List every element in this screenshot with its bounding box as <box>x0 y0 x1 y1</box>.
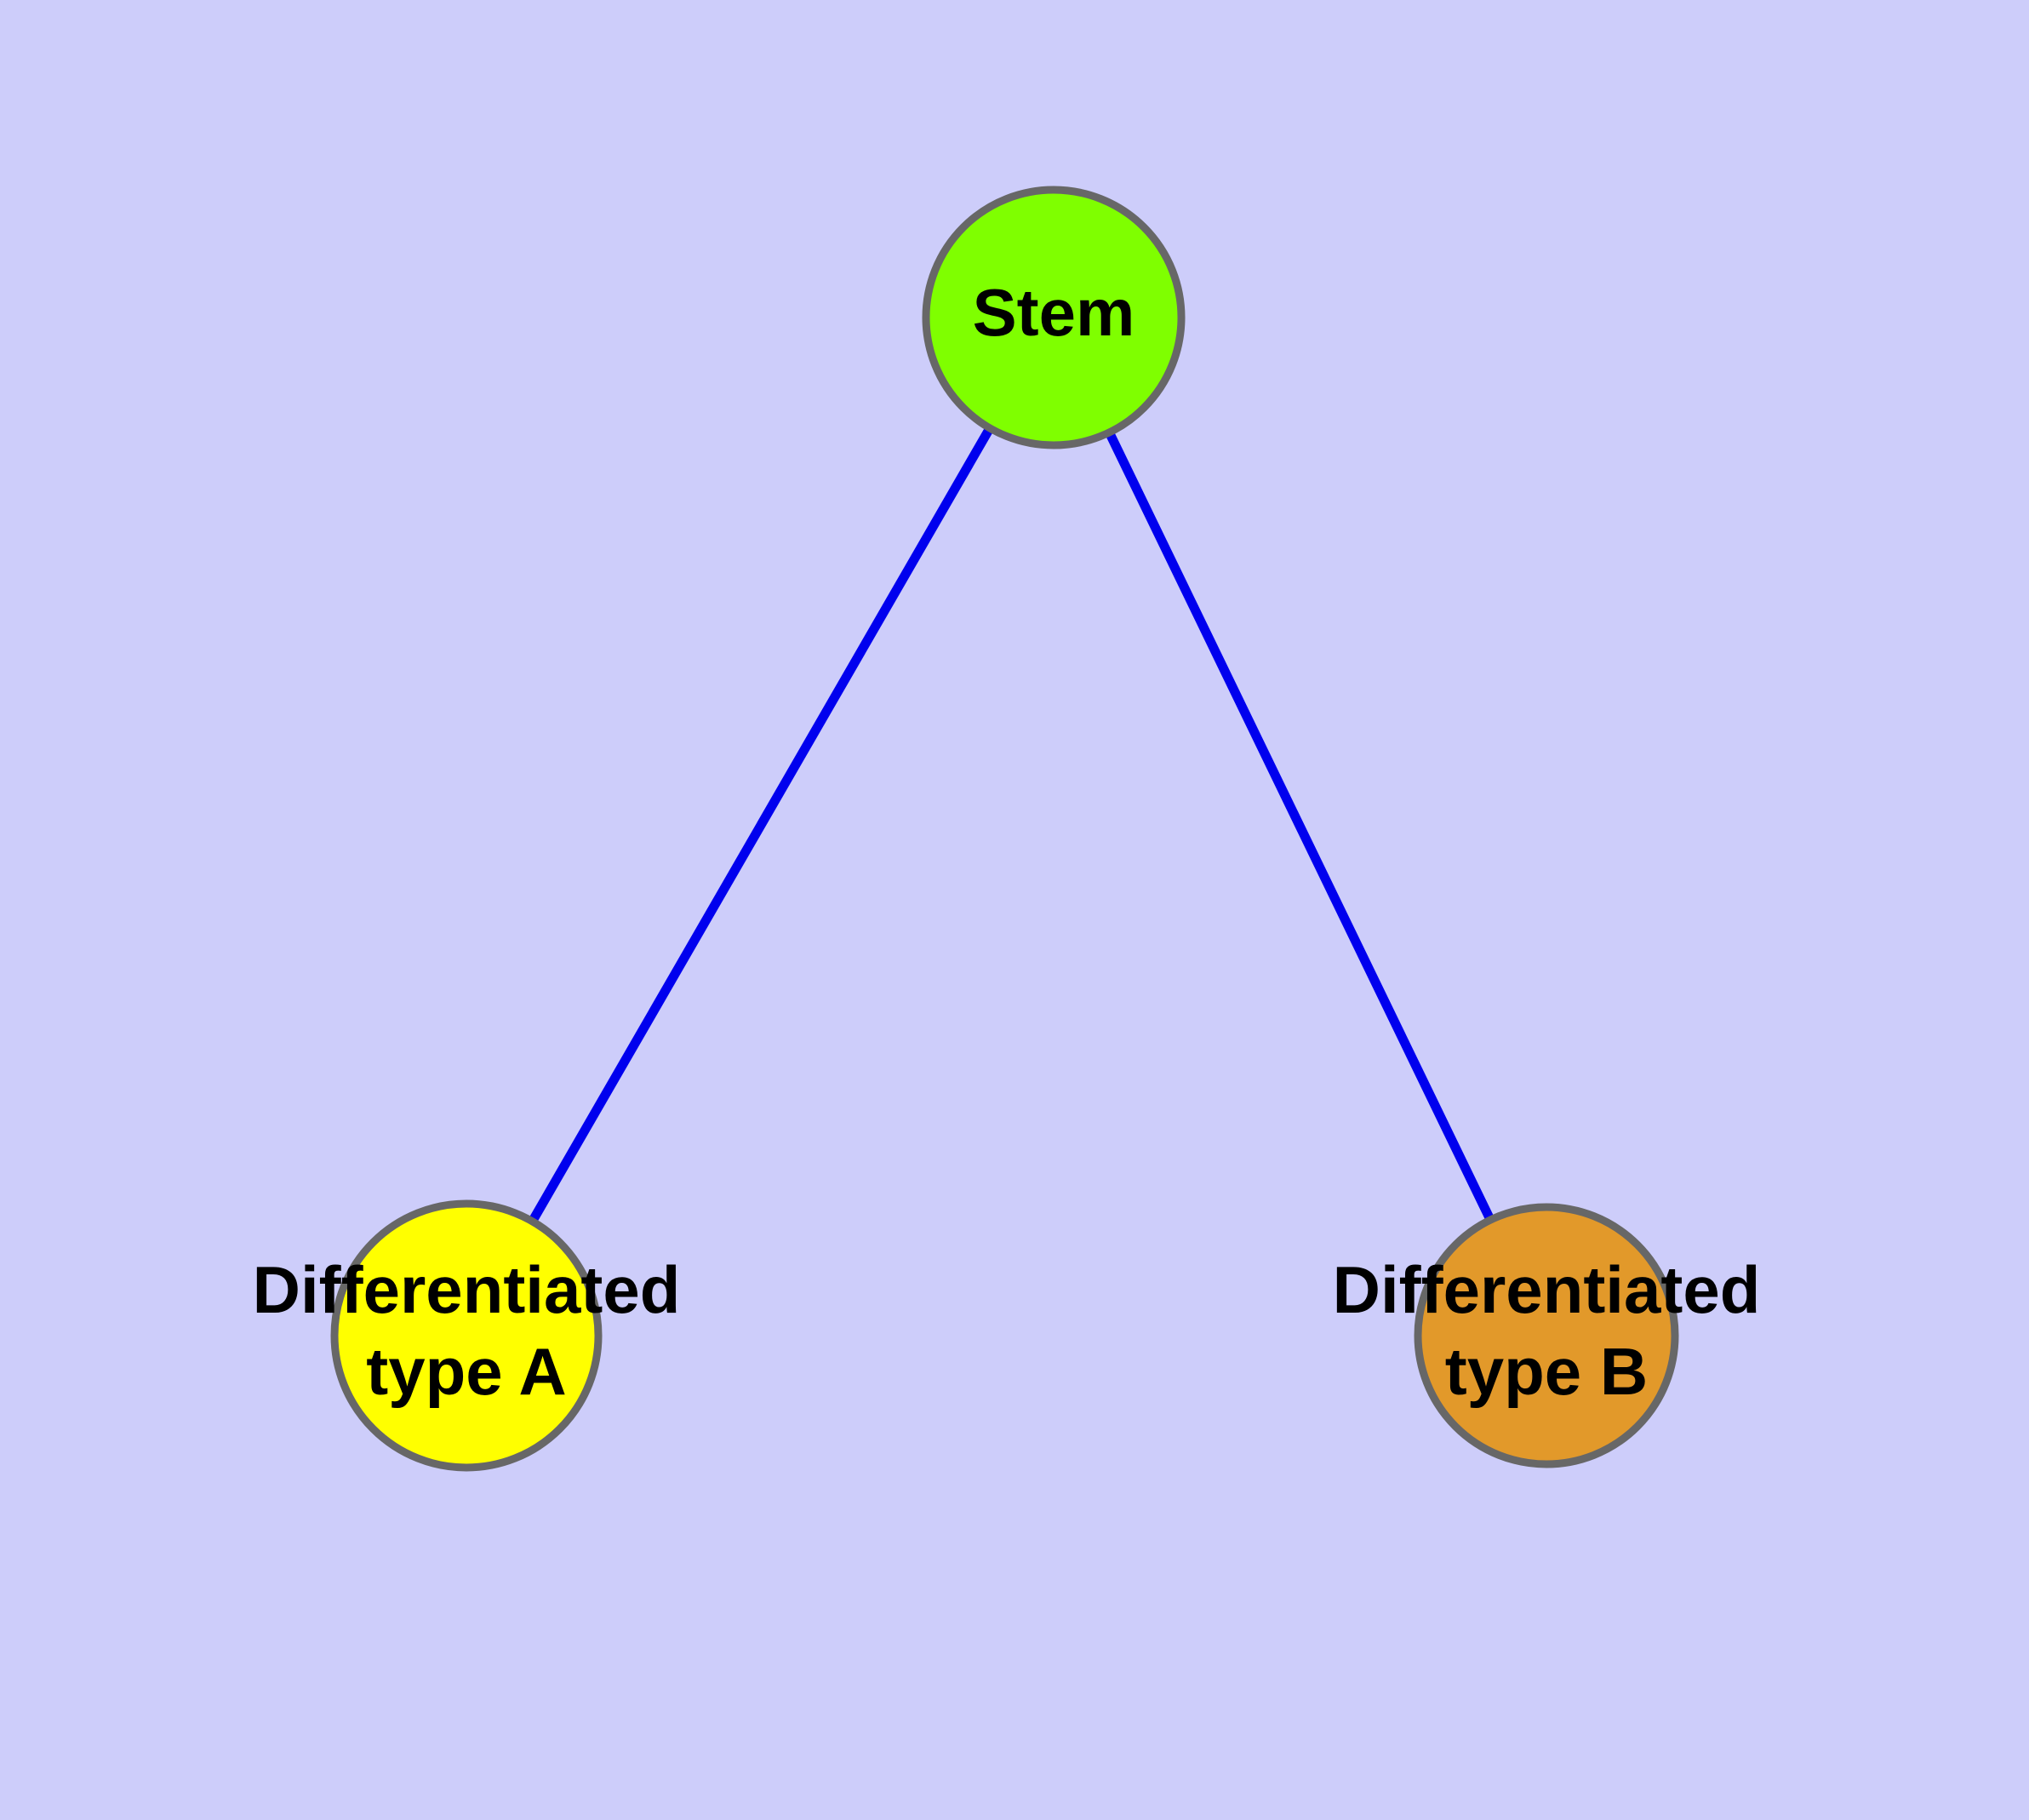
node-label-line: Differentiated <box>253 1252 681 1327</box>
node-label-line: Stem <box>973 275 1135 350</box>
node-diff-a[interactable] <box>330 1199 603 1472</box>
node-label-line: Differentiated <box>1333 1252 1761 1327</box>
node-stem[interactable] <box>922 186 1186 449</box>
node-label-line: type A <box>366 1334 567 1409</box>
edge-stem-to-diff-a[interactable] <box>529 426 993 1222</box>
node-label-stem: Stem <box>973 275 1135 350</box>
nodes-layer <box>330 186 1679 1472</box>
edges-layer <box>529 426 1495 1222</box>
node-label-line: type B <box>1445 1334 1648 1409</box>
node-diff-b[interactable] <box>1414 1203 1679 1468</box>
edge-stem-to-diff-b[interactable] <box>1106 432 1495 1221</box>
